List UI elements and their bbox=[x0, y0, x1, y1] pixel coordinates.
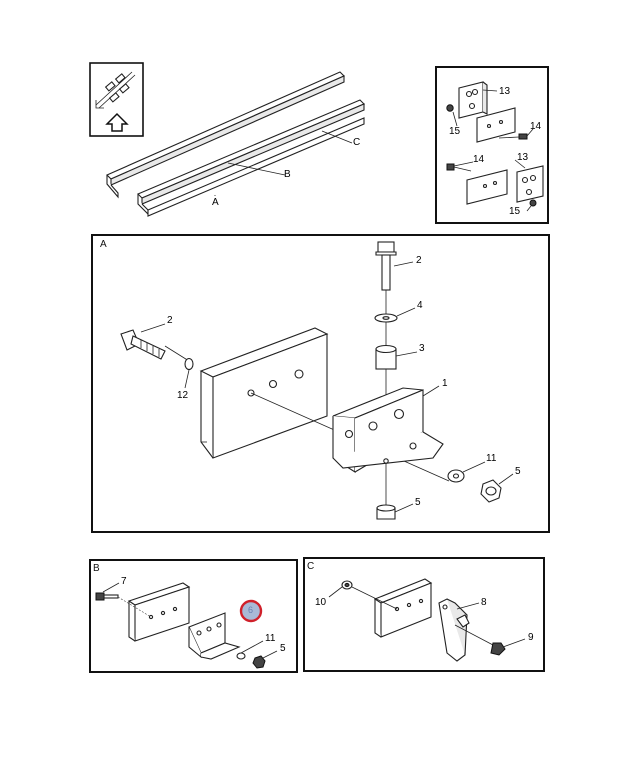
detail-panel-b: B bbox=[89, 559, 298, 673]
callout-13-upper: 13 bbox=[499, 86, 511, 97]
callout-14-lower: 14 bbox=[473, 154, 485, 165]
nut-5-right bbox=[480, 479, 502, 503]
front-direction-arrow-icon bbox=[89, 62, 144, 137]
hinge-bracket-8 bbox=[438, 598, 470, 662]
nut-5-bottom bbox=[376, 504, 396, 520]
rail-channel-c bbox=[373, 578, 433, 638]
rail-channel-b bbox=[127, 582, 191, 642]
callout-3-spacer: 3 bbox=[419, 343, 425, 354]
rail-label-a: A bbox=[212, 197, 219, 208]
inset-hinge-bracket-panel: 13 15 14 14 13 15 bbox=[435, 66, 549, 224]
rail-b bbox=[137, 99, 365, 216]
callout-4-washer: 4 bbox=[417, 300, 423, 311]
panel-a-letter: A bbox=[100, 239, 107, 250]
callout-10-nut: 10 bbox=[315, 597, 327, 608]
callout-9-bolt: 9 bbox=[528, 632, 534, 643]
bracket-1 bbox=[332, 387, 444, 474]
callout-7-bolt: 7 bbox=[121, 576, 127, 587]
rail-label-b: B bbox=[284, 169, 291, 180]
bolt-9 bbox=[454, 624, 506, 656]
callout-8-bracket: 8 bbox=[481, 597, 487, 608]
callout-14-upper: 14 bbox=[530, 121, 542, 132]
nut-5-b bbox=[252, 655, 266, 669]
rail-channel-a bbox=[199, 327, 329, 459]
callout-1-bracket: 1 bbox=[442, 378, 448, 389]
callout-6-highlight-circle[interactable] bbox=[239, 599, 263, 623]
bolt-side bbox=[120, 329, 166, 360]
callout-13-lower: 13 bbox=[517, 152, 529, 163]
callout-5-nut-right: 5 bbox=[515, 466, 521, 477]
callout-2-side-bolt: 2 bbox=[167, 315, 173, 326]
callout-15-lower: 15 bbox=[509, 206, 521, 217]
detail-panel-a: A bbox=[91, 234, 550, 533]
callout-2-vertical-bolt: 2 bbox=[416, 255, 422, 266]
callout-11-washer: 11 bbox=[486, 453, 497, 464]
washer-12 bbox=[184, 357, 194, 371]
rail-c bbox=[147, 117, 365, 217]
callout-15-upper: 15 bbox=[449, 126, 461, 137]
rail-a bbox=[106, 71, 345, 199]
nut-10 bbox=[341, 580, 353, 590]
callout-6-label[interactable]: 6 bbox=[248, 605, 254, 615]
callout-12-washer: 12 bbox=[177, 390, 189, 401]
washer-11-b bbox=[236, 652, 246, 660]
panel-c-letter: C bbox=[307, 561, 315, 572]
detail-panel-c: C 10 8 bbox=[303, 557, 545, 672]
rail-label-c: C bbox=[353, 137, 361, 148]
callout-11-washer-b: 11 bbox=[265, 633, 276, 644]
callout-5-nut-b: 5 bbox=[280, 643, 286, 654]
bracket-6 bbox=[188, 612, 241, 660]
bolt-vertical bbox=[375, 241, 397, 291]
bolt-7 bbox=[95, 592, 119, 601]
callout-5-nut-bottom: 5 bbox=[415, 497, 421, 508]
panel-b-letter: B bbox=[93, 563, 100, 574]
spacer-3 bbox=[375, 344, 397, 370]
